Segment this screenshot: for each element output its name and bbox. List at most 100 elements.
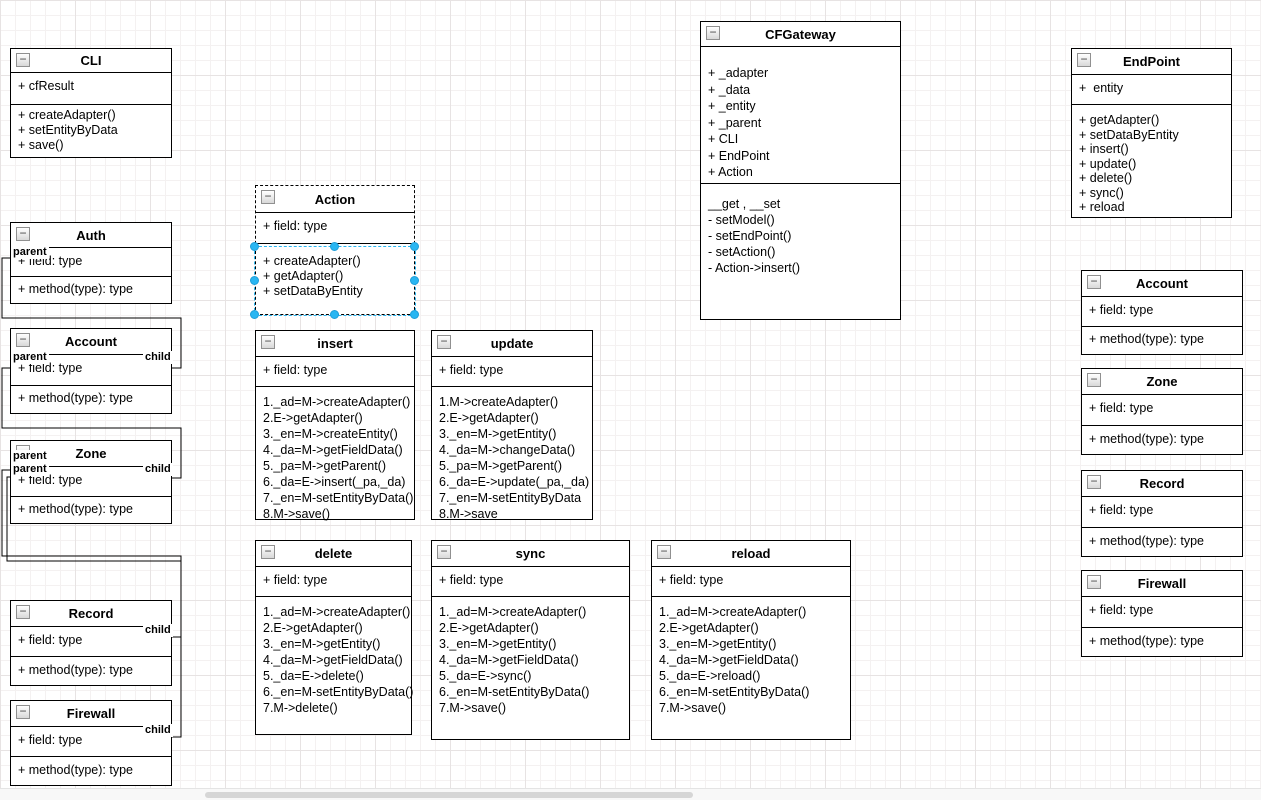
collapse-icon[interactable]: − [16, 227, 30, 241]
class-header[interactable]: − sync [432, 541, 629, 567]
class-title: Firewall [1137, 576, 1187, 591]
method-row: - setModel() [708, 213, 775, 227]
method-row: - setAction() [708, 245, 776, 259]
methods-section: + method(type): type [1082, 528, 1242, 556]
field-row: + field: type [1089, 401, 1154, 415]
method-row: - setEndPoint() [708, 229, 792, 243]
class-cli[interactable]: − CLI + cfResult + createAdapter() + set… [10, 48, 172, 158]
collapse-icon[interactable]: − [437, 545, 451, 559]
edge-auth-account[interactable] [1, 257, 182, 369]
selection-handle[interactable] [250, 242, 259, 251]
selection-handle[interactable] [410, 310, 419, 319]
class-header[interactable]: − Firewall [11, 701, 171, 727]
field-row: + _data [708, 82, 751, 97]
class-firewall-left[interactable]: − Firewall + field: type + method(type):… [10, 700, 172, 786]
class-account-left[interactable]: − Account + field: type + method(type): … [10, 328, 172, 414]
method-row: 2.E->getAdapter() [439, 411, 539, 425]
class-header[interactable]: − Account [11, 329, 171, 355]
class-header[interactable]: − update [432, 331, 592, 357]
class-record-left[interactable]: − Record + field: type + method(type): t… [10, 600, 172, 686]
collapse-icon[interactable]: − [16, 705, 30, 719]
class-header[interactable]: − EndPoint [1072, 49, 1231, 75]
class-title: reload [731, 546, 771, 561]
class-insert[interactable]: − insert + field: type 1._ad=M->createAd… [255, 330, 415, 521]
edge-zone-record[interactable] [1, 469, 182, 638]
class-account-right[interactable]: − Account + field: type + method(type): … [1081, 270, 1243, 355]
edge-account-zone[interactable] [1, 367, 182, 479]
collapse-icon[interactable]: − [1087, 275, 1101, 289]
field-row: + entity [1079, 81, 1124, 95]
field-row: + field: type [439, 573, 504, 587]
class-sync[interactable]: − sync + field: type 1._ad=M->createAdap… [431, 540, 630, 740]
class-header[interactable]: − Firewall [1082, 571, 1242, 597]
class-header[interactable]: − Action [256, 186, 414, 213]
class-header[interactable]: − delete [256, 541, 411, 567]
class-header[interactable]: − Auth [11, 223, 171, 248]
method-row: 7._en=M-setEntityByData() [263, 491, 414, 505]
method-row: 6._en=M-setEntityByData() [659, 685, 810, 699]
selection-handle[interactable] [410, 242, 419, 251]
method-row: 1.M->createAdapter() [439, 395, 559, 409]
class-header[interactable]: − Record [1082, 471, 1242, 497]
method-row: 5._da=E->delete() [263, 669, 364, 683]
fields-section: + field: type [1082, 297, 1242, 327]
class-header[interactable]: − insert [256, 331, 414, 357]
class-header[interactable]: − CLI [11, 49, 171, 73]
class-header[interactable]: − Account [1082, 271, 1242, 297]
collapse-icon[interactable]: − [16, 333, 30, 347]
field-row: + field: type [18, 473, 83, 487]
selection-handle[interactable] [250, 276, 259, 285]
selection-handle[interactable] [410, 276, 419, 285]
collapse-icon[interactable]: − [657, 545, 671, 559]
class-zone-right[interactable]: − Zone + field: type + method(type): typ… [1081, 368, 1243, 455]
method-row: 4._da=M->changeData() [439, 443, 576, 457]
selection-outline[interactable] [254, 246, 416, 316]
fields-section: + field: type [432, 357, 592, 387]
method-row: + method(type): type [18, 391, 133, 405]
method-row: 5._pa=M->getParent() [263, 459, 386, 473]
method-row: 4._da=M->getFieldData() [659, 653, 799, 667]
selection-handle[interactable] [250, 310, 259, 319]
edge-label-child: child [143, 724, 173, 737]
class-title: Firewall [66, 706, 116, 721]
class-header[interactable]: − Zone [1082, 369, 1242, 395]
class-reload[interactable]: − reload + field: type 1._ad=M->createAd… [651, 540, 851, 740]
method-row: 6._da=E->update(_pa,_da) [439, 475, 590, 489]
methods-section: + createAdapter() + getAdapter() + setDa… [256, 244, 414, 314]
class-update[interactable]: − update + field: type 1.M->createAdapte… [431, 330, 593, 521]
class-header[interactable]: − Record [11, 601, 171, 627]
collapse-icon[interactable]: − [261, 190, 275, 204]
collapse-icon[interactable]: − [261, 545, 275, 559]
class-delete[interactable]: − delete + field: type 1._ad=M->createAd… [255, 540, 413, 735]
methods-section: + method(type): type [11, 757, 171, 785]
method-row: 2.E->getAdapter() [263, 621, 363, 635]
horizontal-scrollbar[interactable] [0, 788, 1261, 800]
class-record-right[interactable]: − Record + field: type + method(type): t… [1081, 470, 1243, 557]
collapse-icon[interactable]: − [261, 335, 275, 349]
collapse-icon[interactable]: − [706, 26, 720, 40]
selection-handle[interactable] [330, 310, 339, 319]
scrollbar-thumb[interactable] [205, 792, 693, 798]
class-cfgateway[interactable]: − CFGateway + _adapter + _data + _entity… [700, 21, 901, 320]
collapse-icon[interactable]: − [1087, 475, 1101, 489]
class-endpoint[interactable]: − EndPoint + entity + getAdapter() + set… [1071, 48, 1232, 218]
collapse-icon[interactable]: − [16, 605, 30, 619]
method-row: + delete() [1079, 171, 1133, 185]
methods-section: + method(type): type [11, 657, 171, 685]
method-row: 1._ad=M->createAdapter() [263, 395, 411, 409]
class-header[interactable]: − CFGateway [701, 22, 900, 47]
class-firewall-right[interactable]: − Firewall + field: type + method(type):… [1081, 570, 1243, 657]
selection-handle[interactable] [330, 242, 339, 251]
methods-section: + method(type): type [1082, 628, 1242, 656]
class-auth[interactable]: − Auth + field: type + method(type): typ… [10, 222, 172, 304]
fields-section: + field: type [256, 567, 411, 597]
class-header[interactable]: − reload [652, 541, 850, 567]
collapse-icon[interactable]: − [1087, 575, 1101, 589]
edge-zone-firewall[interactable] [6, 476, 182, 738]
collapse-icon[interactable]: − [16, 53, 30, 67]
collapse-icon[interactable]: − [437, 335, 451, 349]
collapse-icon[interactable]: − [1077, 53, 1091, 67]
method-row: 2.E->getAdapter() [439, 621, 539, 635]
collapse-icon[interactable]: − [1087, 373, 1101, 387]
